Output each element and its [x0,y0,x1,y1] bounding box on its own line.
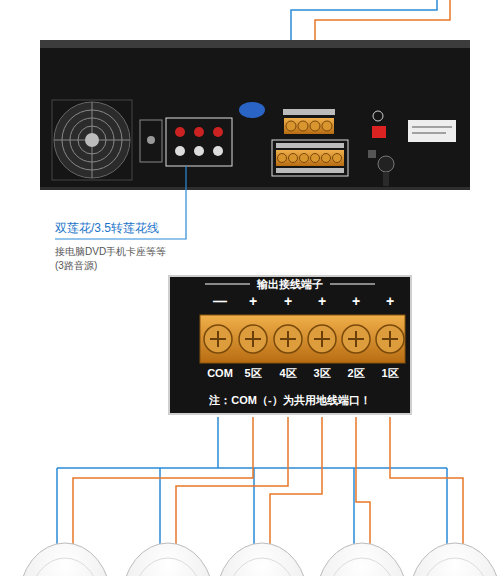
ceiling-speaker [409,543,500,576]
ceiling-speaker [19,543,111,576]
zone-name: 1区 [381,367,398,380]
fan [54,102,130,178]
rca-jack [194,146,204,156]
rca-jack [175,127,185,137]
zone-name: 3区 [313,367,330,380]
ceiling-speaker [216,543,308,576]
screw-slot [210,331,398,347]
terminal-screw [322,154,331,163]
rca-plate [166,118,232,166]
logo [239,102,265,118]
polarity-sign: + [386,293,394,310]
sticker [408,120,456,142]
amplifier-panel [40,48,470,190]
speaker-ring [29,558,101,576]
polarity-sign: + [284,293,292,310]
speaker-ring [419,558,491,576]
ceiling-speaker [316,543,408,576]
terminal-strip [284,118,334,134]
panel-edge [40,187,470,190]
zone-wire [176,417,288,548]
terminal-screw [289,154,298,163]
cable-label: 双莲花/3.5转莲花线 [55,221,159,235]
ceiling-speaker [122,543,214,576]
zone-wire [356,417,370,548]
terminal-screw [300,154,309,163]
note-text: 接电脑DVD手机卡座等等 [55,246,166,258]
zone-name: 2区 [347,367,364,380]
terminal-screw [310,121,320,131]
terminal-strip [200,315,405,363]
zone-name: 4区 [279,367,296,380]
polarity-sign: + [249,293,257,310]
switch [372,126,386,138]
speaker-ring [226,558,298,576]
rca-jack [194,127,204,137]
antenna-jack [373,111,383,121]
rca-jack [213,127,223,137]
zone-wire [270,417,322,548]
terminal-strip [276,150,344,166]
note-text: (3路音源) [55,260,97,272]
terminal-label [276,143,344,148]
terminal-screw [298,121,308,131]
rca-jack [175,146,185,156]
polarity-sign: + [352,293,360,310]
zone-wire [73,417,253,548]
fan-grille [54,102,130,178]
panel-note: 注：COM（-）为共用地线端口！ [209,394,370,408]
terminal-screw [286,121,296,131]
terminal-screw [322,121,332,131]
terminal-screw [278,154,287,163]
power-socket [378,156,394,172]
common-wire [57,417,447,548]
output-frame [272,140,348,176]
terminal-screws [204,325,404,353]
zoom-panel [168,275,412,415]
rca-jack [213,146,223,156]
zone-name: 5区 [244,367,261,380]
jack-plate [140,120,162,162]
polarity-sign: + [318,293,326,310]
terminal-label [283,109,335,115]
zone-wire [390,417,463,548]
sticker-lines [412,127,452,133]
terminal-name: COM [207,367,233,380]
panel-title: 输出接线端子 [257,278,323,292]
terminal-label [276,168,344,173]
fan-frame [52,100,132,180]
fuse [368,150,376,158]
jack [147,136,155,144]
polarity-sign: — [213,293,227,310]
fan-hub [85,133,99,147]
speaker-ring [132,558,204,576]
leader-line [55,166,186,239]
terminal-screw [333,154,342,163]
speaker-ring [326,558,398,576]
terminal-screw [311,154,320,163]
power-cord [383,172,389,186]
